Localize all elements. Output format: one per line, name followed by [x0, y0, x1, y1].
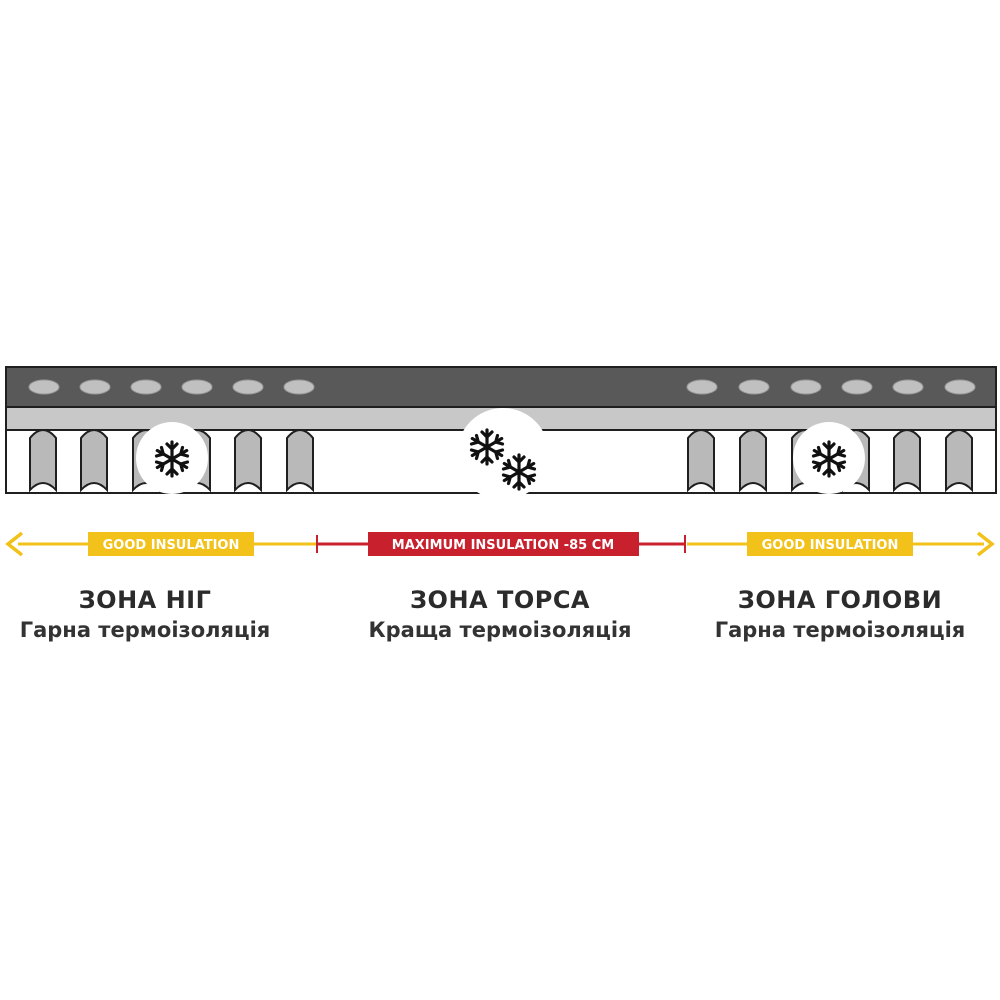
zone-legs-title: ЗОНА НІГ [78, 586, 212, 614]
vent-holes-right [686, 379, 976, 395]
zone-torso: ЗОНА ТОРСА Краща термоізоляція [340, 585, 660, 645]
vent-hole [79, 379, 111, 395]
vent-hole [790, 379, 822, 395]
snow-badge-left [136, 422, 208, 494]
air-tube [234, 429, 262, 493]
good-insulation-label-right: GOOD INSULATION [762, 538, 899, 553]
air-tube [80, 429, 108, 493]
air-tube [739, 429, 767, 493]
snow-badge-center [457, 408, 549, 500]
zone-legs: ЗОНА НІГ Гарна термоізоляція [0, 585, 290, 645]
zone-torso-title: ЗОНА ТОРСА [409, 586, 591, 614]
good-insulation-badge-left [88, 532, 254, 556]
snow-badge-right [793, 422, 865, 494]
air-tube [687, 429, 715, 493]
air-tube [893, 429, 921, 493]
top-layer [5, 366, 997, 408]
arrow-right-icon [976, 531, 995, 557]
good-insulation-label-left: GOOD INSULATION [103, 538, 240, 553]
zone-head: ЗОНА ГОЛОВИ Гарна термоізоляція [690, 585, 990, 645]
vent-hole [841, 379, 873, 395]
air-tube [286, 429, 314, 493]
vent-hole [232, 379, 264, 395]
insulation-scale: GOOD INSULATION MAXIMUM INSULATION -85 C… [5, 531, 995, 557]
vent-hole [892, 379, 924, 395]
air-tube [945, 429, 973, 493]
good-insulation-badge-right [747, 532, 913, 556]
vent-hole [181, 379, 213, 395]
zone-legs-subtitle: Гарна термоізоляція [19, 618, 271, 642]
vent-hole [944, 379, 976, 395]
vent-hole [130, 379, 162, 395]
zone-torso-subtitle: Краща термоізоляція [368, 618, 632, 642]
vent-hole [283, 379, 315, 395]
zone-head-subtitle: Гарна термоізоляція [714, 618, 966, 642]
zone-head-title: ЗОНА ГОЛОВИ [737, 586, 943, 614]
maximum-insulation-badge [368, 532, 639, 556]
arrow-left-icon [5, 531, 24, 557]
vent-hole [738, 379, 770, 395]
air-tube [29, 429, 57, 493]
vent-holes-left [28, 379, 315, 395]
maximum-insulation-label: MAXIMUM INSULATION -85 CM [392, 538, 614, 553]
vent-hole [686, 379, 718, 395]
vent-hole [28, 379, 60, 395]
